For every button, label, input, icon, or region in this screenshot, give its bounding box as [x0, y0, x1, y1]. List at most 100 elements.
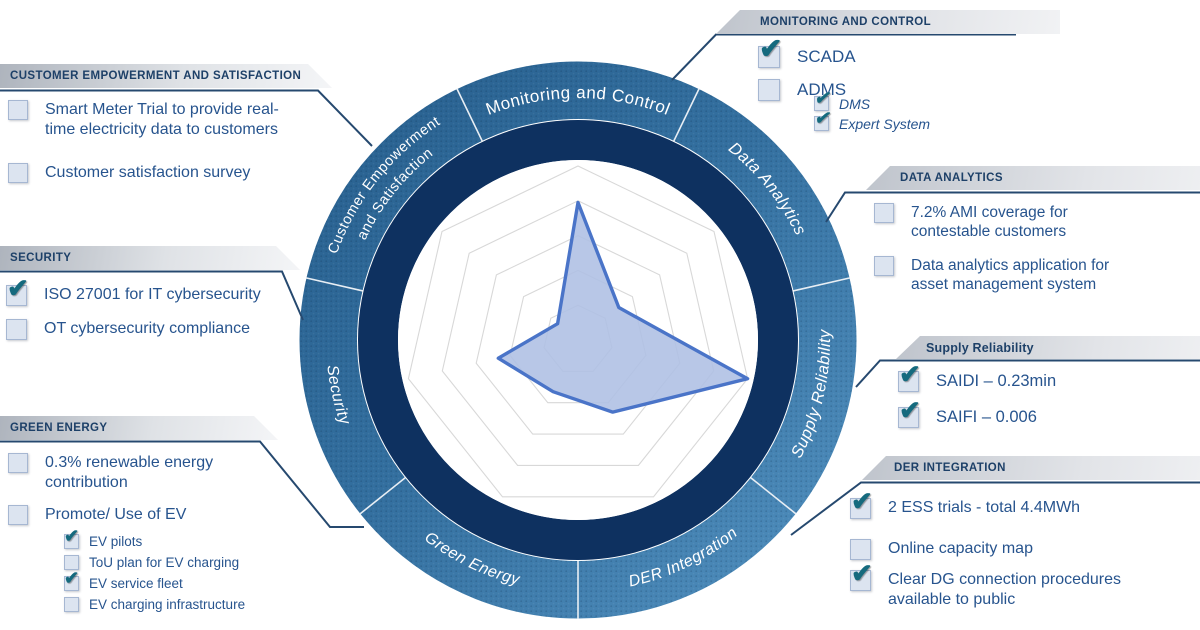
check-icon: ✔	[899, 395, 921, 425]
checklist-subitem: ✔ DMS	[814, 89, 871, 114]
radar-grid-ring	[509, 269, 647, 404]
item-label: Customer satisfaction survey	[45, 164, 251, 181]
checklist-item: Online capacity map	[850, 539, 1033, 560]
checklist-item: 0.3% renewable energy contribution	[8, 453, 285, 493]
checkbox-checked[interactable]: ✔	[898, 361, 921, 392]
connector-der	[790, 481, 1200, 536]
check-icon: ✔	[7, 273, 29, 303]
checkbox-checked[interactable]: ✔	[64, 527, 79, 549]
checklist-item: Data analytics application for asset man…	[874, 256, 1109, 295]
callout-header-customer: CUSTOMER EMPOWERMENT AND SATISFACTION	[0, 64, 332, 88]
checklist-subitem: EV charging infrastructure	[64, 597, 245, 614]
checkbox[interactable]	[850, 539, 871, 560]
radar-series	[496, 200, 750, 414]
item-label: DMS	[839, 96, 871, 112]
item-label: Online capacity map	[888, 540, 1033, 557]
radar-grid-ring	[407, 165, 749, 498]
item-label: SCADA	[797, 47, 856, 66]
item-label: ToU plan for EV charging	[89, 555, 240, 570]
callout-header-monitoring: MONITORING AND CONTROL	[716, 10, 1060, 34]
checkbox[interactable]	[64, 597, 79, 612]
check-icon: ✔	[64, 526, 80, 546]
checkbox[interactable]	[874, 256, 894, 276]
callout-title: DER INTEGRATION	[894, 462, 1006, 474]
checklist-item: ADMS	[758, 79, 846, 101]
callout-connectors	[0, 33, 1200, 536]
checklist-item: Smart Meter Trial to provide real- time …	[8, 100, 329, 140]
check-icon: ✔	[759, 33, 783, 64]
radar-grid-ring	[475, 234, 681, 435]
checkbox[interactable]	[8, 163, 28, 183]
connector-security	[0, 270, 304, 321]
checklist-item: OT cybersecurity compliance	[6, 319, 250, 340]
checklist-item: ✔ 2 ESS trials - total 4.4MWh	[850, 488, 1081, 519]
callout-header-analytics: DATA ANALYTICS	[866, 166, 1200, 190]
item-label: Clear DG connection procedures available…	[888, 571, 1122, 608]
checkbox-checked[interactable]: ✔	[6, 275, 29, 306]
connector-customer	[0, 89, 373, 147]
radar-grid-ring	[441, 200, 715, 466]
item-label: SAIDI – 0.23min	[936, 372, 1057, 390]
checklist-subitem: ✔ EV service fleet	[64, 569, 183, 593]
checklist-item: ✔ SAIDI – 0.23min	[898, 361, 1057, 392]
check-icon: ✔	[851, 486, 873, 516]
check-icon: ✔	[814, 88, 830, 108]
item-label: Data analytics application for asset man…	[911, 257, 1110, 294]
item-label: ISO 27001 for IT cybersecurity	[44, 286, 261, 303]
callout-header-reliability: Supply Reliability	[896, 336, 1200, 359]
item-label: OT cybersecurity compliance	[44, 320, 250, 337]
ring-inner-navy	[358, 120, 798, 560]
check-icon: ✔	[64, 568, 80, 588]
item-label: 0.3% renewable energy contribution	[45, 454, 214, 491]
callout-title: CUSTOMER EMPOWERMENT AND SATISFACTION	[10, 70, 302, 82]
item-label: EV service fleet	[89, 576, 183, 591]
checkbox-checked[interactable]: ✔	[814, 109, 829, 131]
checkbox[interactable]	[6, 319, 27, 340]
checkbox[interactable]	[8, 505, 28, 525]
radar-polygon	[496, 200, 750, 414]
check-icon: ✔	[851, 558, 873, 588]
checkbox-checked[interactable]: ✔	[898, 397, 921, 428]
checkbox-checked[interactable]: ✔	[850, 560, 873, 591]
segment-separators	[305, 88, 851, 619]
check-icon: ✔	[899, 359, 921, 389]
callout-title: DATA ANALYTICS	[900, 172, 1003, 184]
checklist-item: Customer satisfaction survey	[8, 163, 250, 183]
connector-monitoring	[671, 33, 1016, 81]
checkbox-checked[interactable]: ✔	[64, 569, 79, 591]
item-label: 7.2% AMI coverage for contestable custom…	[911, 204, 1068, 241]
checkbox-checked[interactable]: ✔	[758, 35, 782, 68]
callout-title: GREEN ENERGY	[10, 422, 108, 434]
item-label: SAIFI – 0.006	[936, 408, 1037, 426]
checklist-subitem: ✔ EV pilots	[64, 527, 142, 551]
connector-green	[0, 440, 364, 528]
checkbox[interactable]	[874, 203, 894, 223]
item-label: ADMS	[797, 80, 847, 99]
checkbox-checked[interactable]: ✔	[814, 89, 829, 111]
checklist-item: 7.2% AMI coverage for contestable custom…	[874, 203, 1068, 242]
checkbox[interactable]	[64, 555, 79, 570]
connector-reliability	[855, 359, 1200, 388]
checkbox[interactable]	[8, 453, 28, 473]
checkbox[interactable]	[758, 79, 780, 101]
check-icon: ✔	[814, 108, 830, 128]
checklist-subitem: ToU plan for EV charging	[64, 555, 239, 572]
checklist-item: ✔ SCADA	[758, 35, 856, 68]
callout-title: MONITORING AND CONTROL	[760, 16, 932, 28]
callout-title: SECURITY	[10, 252, 72, 264]
callout-header-security: SECURITY	[0, 246, 300, 270]
item-label: Smart Meter Trial to provide real- time …	[45, 101, 279, 138]
item-label: Expert System	[839, 116, 931, 132]
connector-analytics	[825, 191, 1200, 223]
checklist-item: ✔ Clear DG connection procedures availab…	[850, 560, 1200, 610]
item-label: Promote/ Use of EV	[45, 506, 187, 523]
checkbox-checked[interactable]: ✔	[850, 488, 873, 519]
item-label: 2 ESS trials - total 4.4MWh	[888, 499, 1081, 516]
checklist-item: ✔ SAIFI – 0.006	[898, 397, 1037, 428]
callout-header-der: DER INTEGRATION	[862, 456, 1200, 480]
callout-title: Supply Reliability	[926, 340, 1034, 355]
checklist-item: Promote/ Use of EV	[8, 505, 186, 525]
checkbox[interactable]	[8, 100, 28, 120]
